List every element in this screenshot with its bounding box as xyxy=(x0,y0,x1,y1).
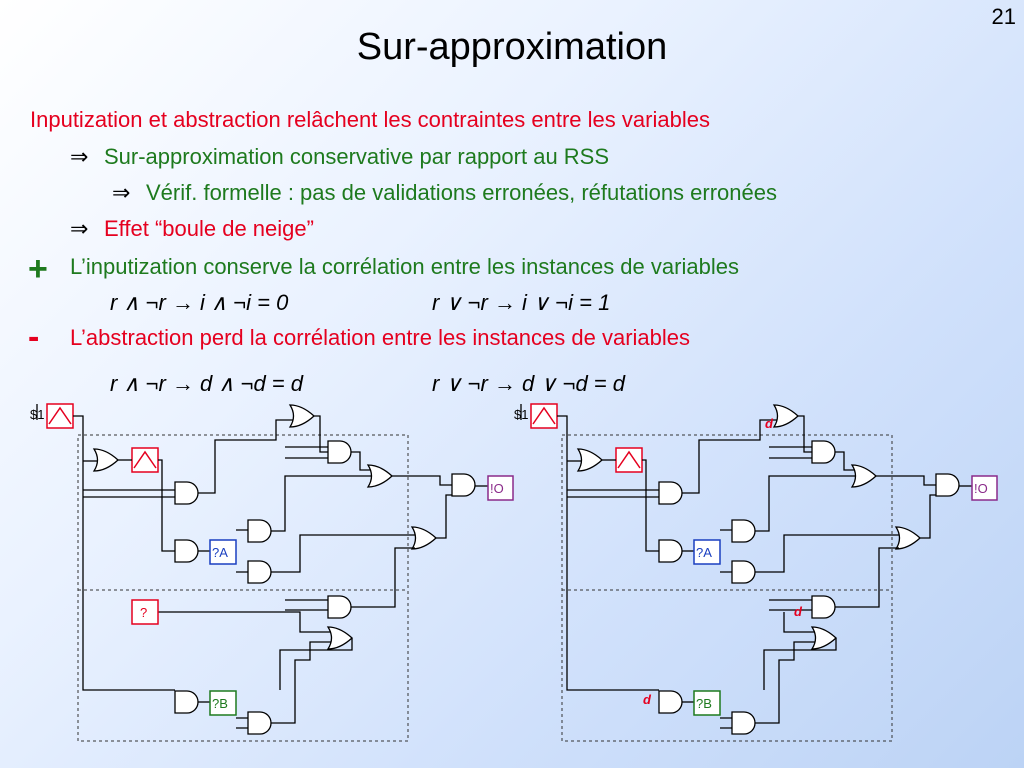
right-circuit: $1 xyxy=(514,403,998,742)
slide-number: 21 xyxy=(991,4,1016,29)
bullet-line-7: L’abstraction perd la corrélation entre … xyxy=(70,325,691,350)
formula-or-abstraction: r ∨ ¬r → d ∨ ¬d = d xyxy=(432,371,626,396)
left-b-box xyxy=(209,690,237,716)
formula-and-abstraction: r ∧ ¬r → d ∧ ¬d = d xyxy=(110,371,304,396)
left-circuit: $1 xyxy=(30,403,514,742)
right-b-label: ?B xyxy=(696,696,712,711)
bullet-line-4-text: Effet “boule de neige” xyxy=(104,216,314,241)
left-a-label: ?A xyxy=(212,545,228,560)
right-output-label: !O xyxy=(974,481,988,496)
left-output-label: !O xyxy=(490,481,504,496)
right-d-label-top: d xyxy=(765,416,774,431)
right-d-label-bottom: d xyxy=(643,692,652,707)
slide-title: Sur-approximation xyxy=(356,26,668,68)
bullet-line-2-text: Sur-approximation conservative par rappo… xyxy=(104,144,610,169)
bullet-line-3-text: Vérif. formelle : pas de validations err… xyxy=(146,180,777,205)
minus-icon: - xyxy=(28,318,40,356)
right-b-box xyxy=(693,690,721,716)
left-output-box xyxy=(487,475,514,501)
bullet-line-1: Inputization et abstraction relâchent le… xyxy=(30,107,710,132)
bullet-line-3: ⇒ Vérif. formelle : pas de validations er… xyxy=(112,180,777,206)
implies-icon: ⇒ xyxy=(112,180,131,205)
right-output-box xyxy=(971,475,998,501)
right-a-label: ?A xyxy=(696,545,712,560)
bullet-line-5: L’inputization conserve la corrélation e… xyxy=(70,254,739,279)
left-q-box xyxy=(131,599,159,625)
right-d-label-mid: d xyxy=(794,604,803,619)
left-q-label: ? xyxy=(140,605,147,620)
left-a-box xyxy=(209,539,237,565)
left-b-label: ?B xyxy=(212,696,228,711)
implies-icon: ⇒ xyxy=(70,144,89,169)
right-dashed-frame xyxy=(561,434,893,742)
implies-icon: ⇒ xyxy=(70,216,89,241)
bullet-line-4: ⇒ Effet “boule de neige” xyxy=(70,216,314,242)
bullet-line-2: ⇒ Sur-approximation conservative par rapp… xyxy=(70,144,609,170)
plus-icon: + xyxy=(28,250,48,288)
formula-and-inputization: r ∧ ¬r → i ∧ ¬i = 0 xyxy=(110,290,289,315)
right-a-box xyxy=(693,539,721,565)
formula-or-inputization: r ∨ ¬r → i ∨ ¬i = 1 xyxy=(432,290,611,315)
left-dashed-frame xyxy=(77,434,409,742)
